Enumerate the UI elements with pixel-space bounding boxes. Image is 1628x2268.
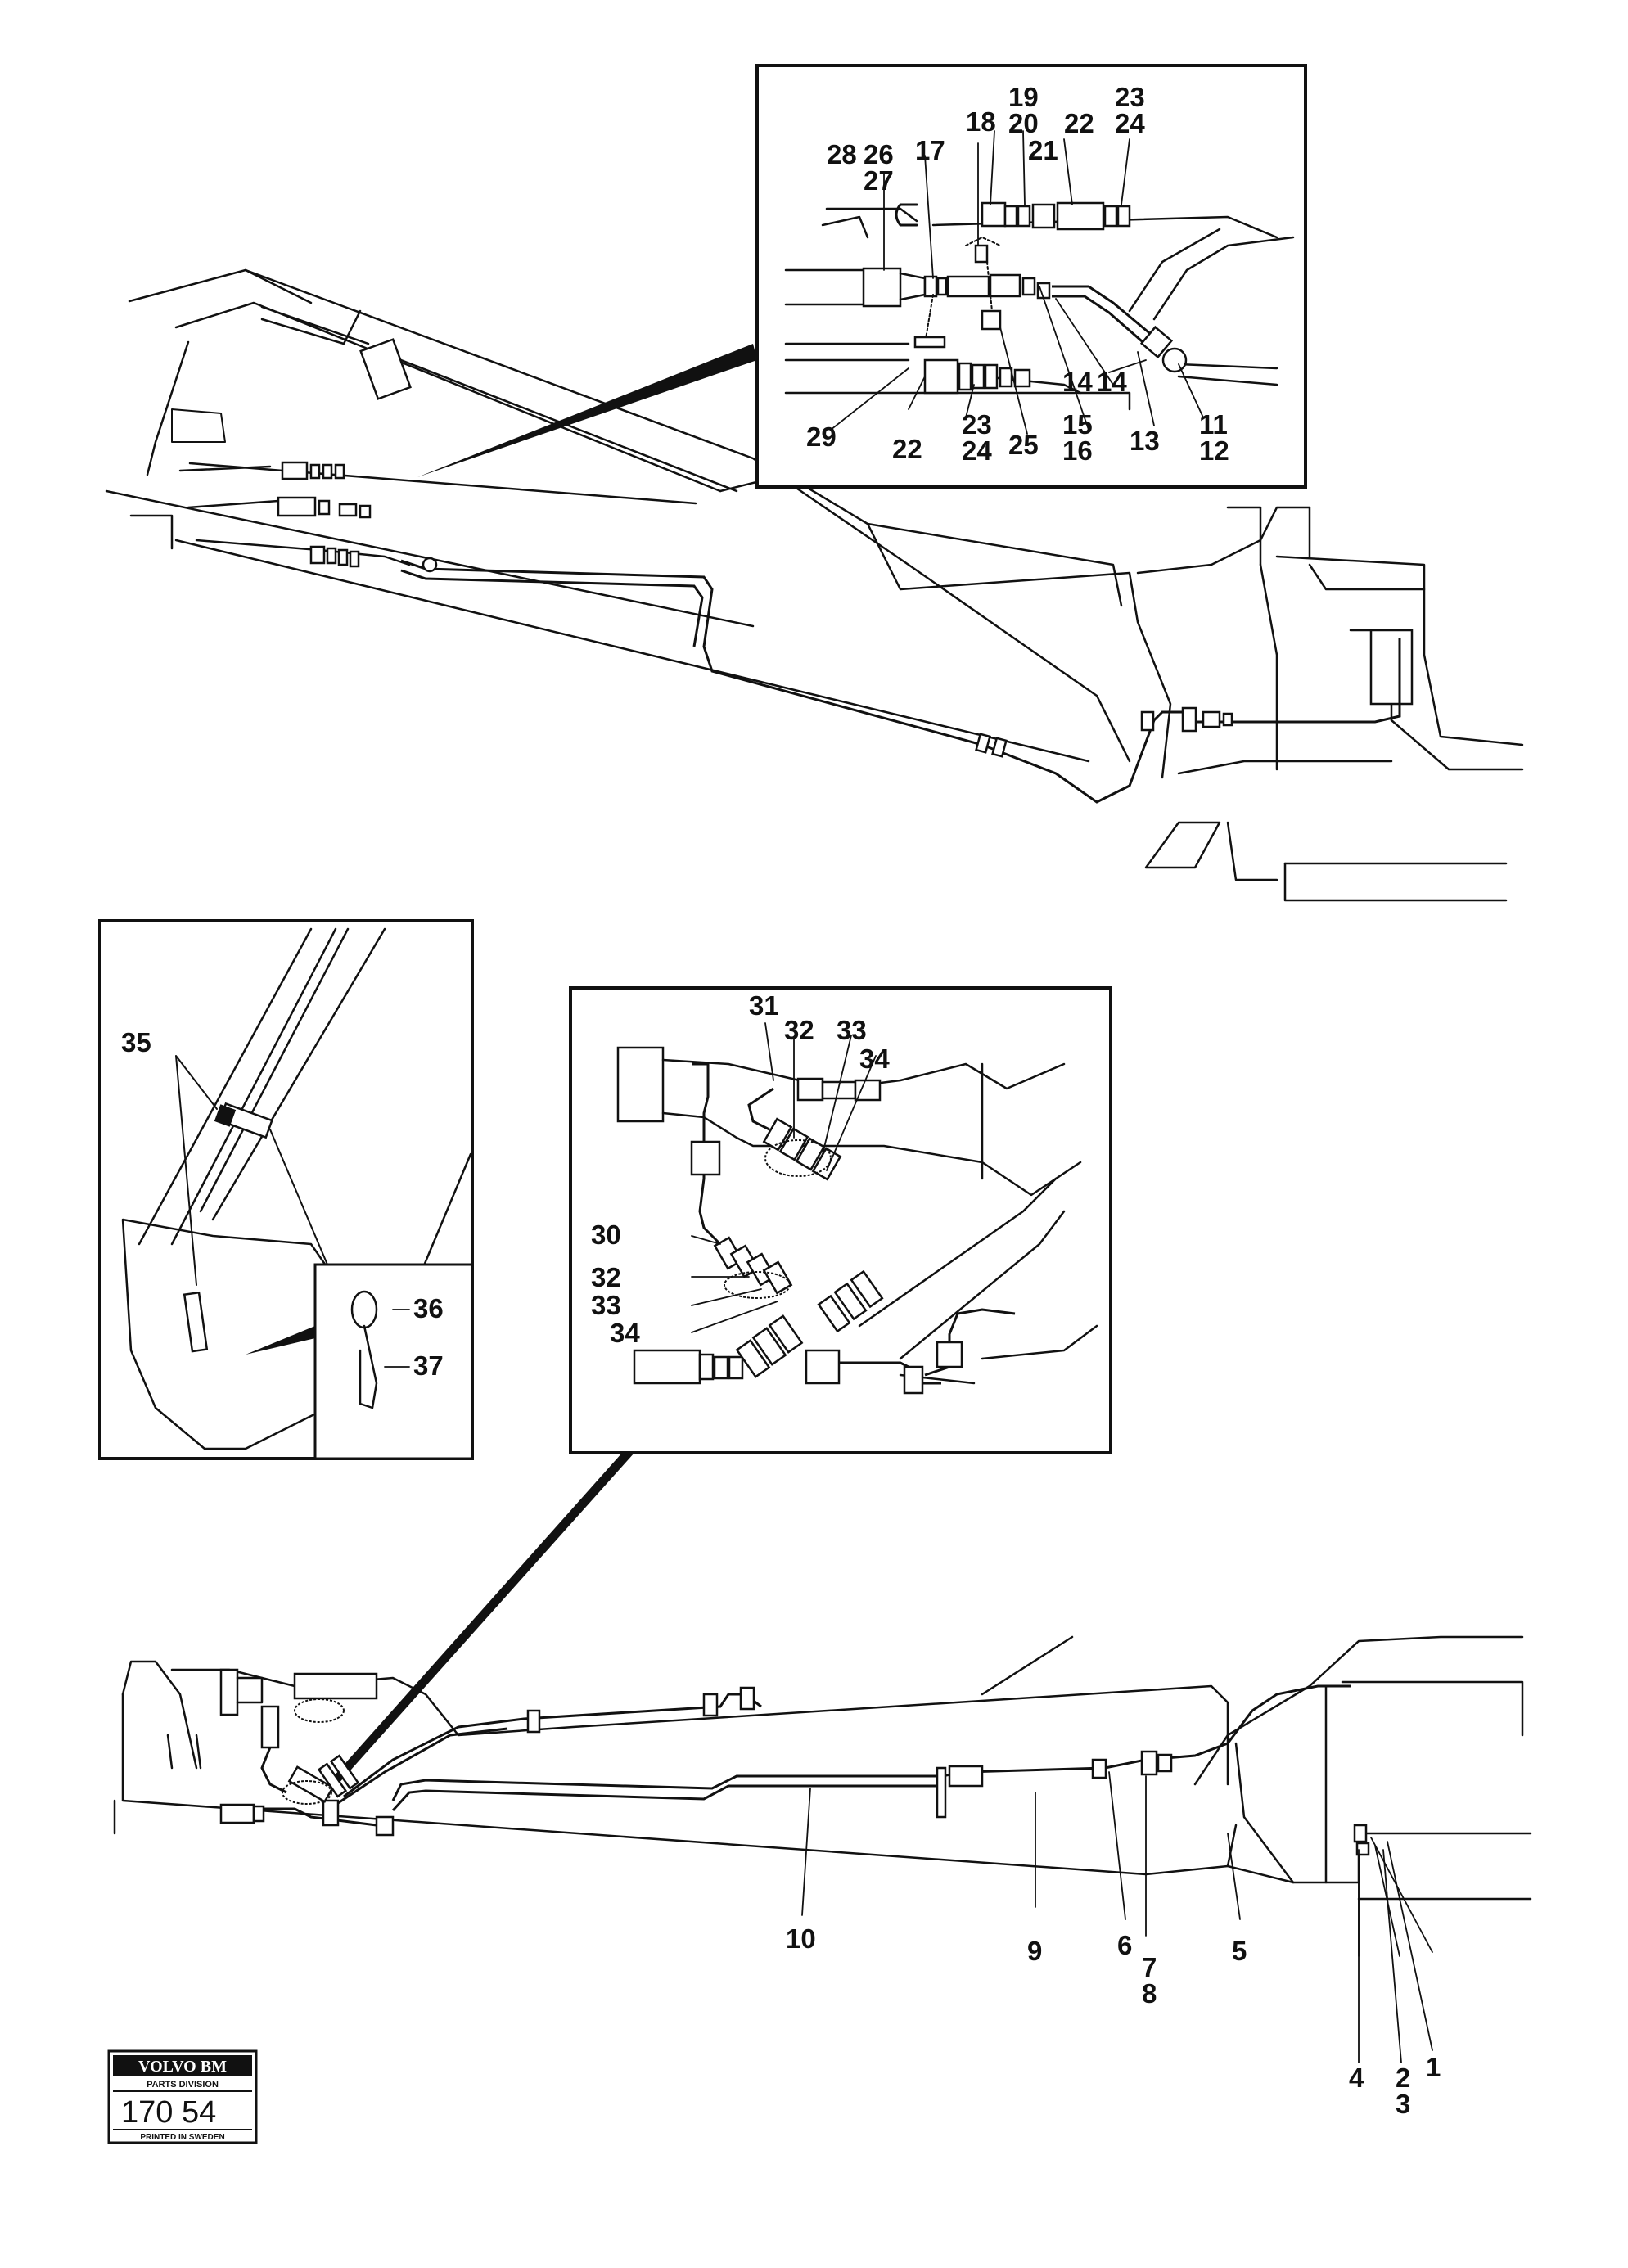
callout-37: 37	[413, 1350, 444, 1381]
callout-2: 2	[1396, 2063, 1410, 2093]
callout-36: 36	[413, 1293, 444, 1323]
callout-11: 11	[1199, 409, 1228, 440]
bottom-callouts: 10 9 6 7 8 5 4 2 3 1	[786, 1841, 1441, 2119]
mid-left-detail-inset	[98, 919, 474, 1460]
callout-33-bottom: 33	[591, 1290, 621, 1320]
mid-right-leader	[319, 1453, 634, 1801]
callout-19: 19	[1008, 82, 1039, 112]
callout-31: 31	[749, 990, 779, 1021]
callout-3: 3	[1396, 2089, 1410, 2119]
mid-right-callouts: 31 32 33 34 30 32 33 34	[591, 990, 890, 1348]
callout-35: 35	[121, 1027, 151, 1057]
top-machine-view	[105, 268, 1524, 902]
callout-27: 27	[864, 165, 894, 196]
callout-16: 16	[1062, 435, 1093, 466]
callout-24-bottom: 24	[962, 435, 992, 466]
callout-14-a: 14	[1097, 367, 1127, 397]
callout-23-top: 23	[1115, 82, 1145, 112]
bottom-machine-view	[113, 1635, 1532, 1957]
stamp-number: 170 54	[121, 2095, 216, 2130]
stamp-division: PARTS DIVISION	[147, 2080, 219, 2090]
sub-inset-frame	[313, 1263, 474, 1460]
callout-34-bottom: 34	[610, 1318, 640, 1348]
callout-17: 17	[915, 135, 945, 165]
inset-frame	[755, 64, 1307, 489]
callout-1: 1	[1426, 2052, 1441, 2082]
callout-20: 20	[1008, 108, 1039, 138]
stamp-printed: PRINTED IN SWEDEN	[140, 2133, 224, 2142]
callout-24-top: 24	[1115, 108, 1145, 138]
callout-29: 29	[806, 422, 837, 452]
callout-28: 28	[827, 139, 857, 169]
callout-34-top: 34	[859, 1044, 890, 1074]
callout-18: 18	[966, 106, 996, 137]
callout-23-bottom: 23	[962, 409, 992, 440]
callout-8: 8	[1142, 1978, 1157, 2009]
callout-14-b: 14	[1062, 367, 1093, 397]
callout-25: 25	[1008, 430, 1039, 460]
callout-33-top: 33	[837, 1015, 867, 1045]
callout-7: 7	[1142, 1952, 1157, 1982]
callout-32-top: 32	[784, 1015, 814, 1045]
callout-22-bottom: 22	[892, 434, 922, 464]
callout-4: 4	[1349, 2063, 1364, 2093]
callout-32-bottom: 32	[591, 1262, 621, 1292]
top-callouts: 26 27 28 17 18 19 20 21 22 23 24 14 14 1…	[806, 82, 1229, 466]
callout-12: 12	[1199, 435, 1229, 466]
mid-right-detail-inset	[569, 986, 1112, 1454]
callout-30: 30	[591, 1220, 621, 1250]
stamp-brand: VOLVO BM	[138, 2058, 227, 2076]
callout-22-top: 22	[1064, 108, 1094, 138]
callout-26: 26	[864, 139, 894, 169]
callout-10: 10	[786, 1923, 816, 1954]
volvo-bm-stamp: VOLVO BM PARTS DIVISION 170 54 PRINTED I…	[107, 2049, 258, 2144]
callout-13: 13	[1130, 426, 1160, 456]
callout-21: 21	[1028, 135, 1058, 165]
top-detail-inset	[755, 64, 1307, 489]
callout-9: 9	[1027, 1936, 1042, 1966]
callout-5: 5	[1232, 1936, 1247, 1966]
callout-6: 6	[1117, 1930, 1132, 1960]
callout-15: 15	[1062, 409, 1093, 440]
mid-left-callouts: 35 36 37	[121, 1027, 444, 1381]
